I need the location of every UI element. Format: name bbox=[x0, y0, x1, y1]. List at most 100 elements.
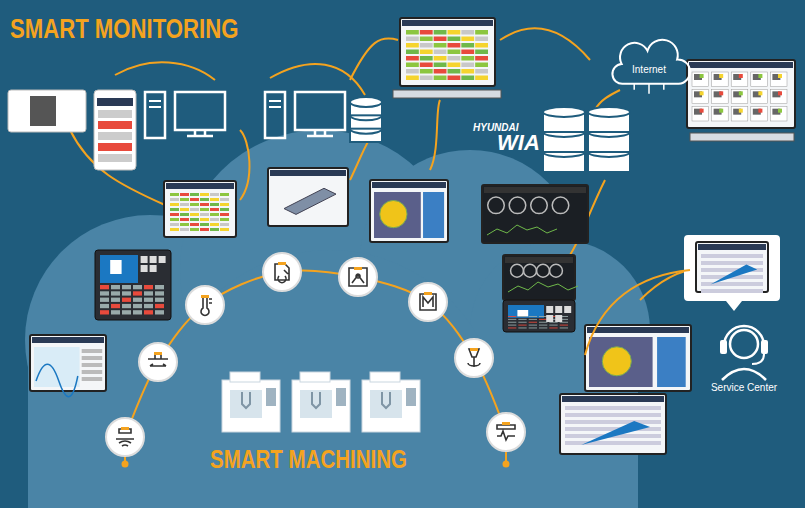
grid-cell bbox=[751, 72, 768, 86]
grid-cell bbox=[770, 89, 787, 103]
table-cell bbox=[210, 193, 219, 196]
screen-frame bbox=[560, 394, 666, 454]
panel-key bbox=[508, 316, 516, 318]
icon-circle bbox=[339, 258, 377, 296]
panel-key bbox=[549, 324, 557, 326]
screen-header bbox=[270, 170, 346, 176]
panel-key bbox=[100, 285, 109, 289]
machining-icon bbox=[487, 413, 525, 451]
table-cell bbox=[406, 43, 419, 48]
screen bbox=[687, 60, 795, 128]
panel-key bbox=[100, 291, 109, 295]
panel-key bbox=[155, 285, 164, 289]
text-row bbox=[565, 441, 661, 445]
trend-line bbox=[508, 282, 578, 292]
icon-accent bbox=[278, 262, 286, 265]
table-cell bbox=[434, 50, 447, 55]
panel-key bbox=[546, 306, 553, 313]
screen bbox=[268, 168, 348, 226]
keyboard bbox=[690, 133, 794, 141]
table-cell bbox=[180, 213, 189, 216]
table-cell bbox=[461, 50, 474, 55]
screen-header bbox=[689, 62, 793, 68]
panel-key bbox=[539, 321, 547, 323]
panel-key bbox=[133, 291, 142, 295]
connection-curve bbox=[115, 62, 215, 80]
status-dot bbox=[739, 109, 743, 113]
cnc-panel bbox=[503, 300, 575, 332]
icon-circle bbox=[487, 413, 525, 451]
panel-key bbox=[133, 304, 142, 308]
earpiece bbox=[720, 340, 727, 354]
status-dot bbox=[719, 109, 723, 113]
status-dot bbox=[700, 109, 704, 113]
table-cell bbox=[475, 30, 488, 35]
database bbox=[588, 107, 630, 172]
text-row bbox=[565, 420, 661, 424]
machine-photo bbox=[30, 96, 56, 126]
panel-key bbox=[539, 316, 547, 318]
grid-cell bbox=[770, 107, 787, 121]
panel-key bbox=[155, 291, 164, 295]
db-top bbox=[350, 97, 382, 107]
connection-curve bbox=[430, 100, 440, 170]
connection-curve bbox=[240, 130, 249, 200]
table-cell bbox=[406, 30, 419, 35]
screen bbox=[585, 325, 691, 391]
table-cell bbox=[180, 208, 189, 211]
table-cell bbox=[170, 198, 179, 201]
grid-cell bbox=[731, 72, 748, 86]
table-cell bbox=[210, 198, 219, 201]
table-cell bbox=[448, 30, 461, 35]
status-dot bbox=[758, 109, 762, 113]
icon-glyph bbox=[468, 349, 480, 367]
panel-key bbox=[546, 315, 553, 322]
screen-frame bbox=[268, 168, 348, 226]
pc-slot bbox=[269, 100, 281, 102]
phone-row bbox=[98, 110, 132, 118]
table-cell bbox=[210, 208, 219, 211]
icon-glyph bbox=[349, 268, 367, 286]
screen-header bbox=[505, 257, 573, 263]
icon-accent bbox=[502, 422, 510, 425]
gauge bbox=[488, 197, 505, 214]
table-cell bbox=[448, 76, 461, 81]
table-cell bbox=[406, 76, 419, 81]
table-cell bbox=[180, 218, 189, 221]
status-dot bbox=[700, 91, 704, 95]
machine-control bbox=[336, 388, 346, 406]
screen-header bbox=[32, 337, 104, 343]
machining-icon bbox=[455, 339, 493, 377]
table-cell bbox=[170, 208, 179, 211]
machine-spindle bbox=[312, 392, 320, 408]
panel-key bbox=[122, 304, 131, 308]
table-cell bbox=[461, 30, 474, 35]
table-cell bbox=[180, 228, 189, 231]
panel-body bbox=[503, 300, 575, 332]
panel-key bbox=[539, 318, 547, 320]
text-row bbox=[82, 370, 103, 374]
grid-cell bbox=[692, 89, 709, 103]
status-dot bbox=[719, 74, 723, 78]
view-area bbox=[589, 337, 653, 387]
grid-cell bbox=[712, 107, 729, 121]
panel-key bbox=[100, 310, 109, 314]
screen bbox=[164, 181, 236, 237]
panel-key bbox=[133, 285, 142, 289]
gauge bbox=[552, 197, 569, 214]
node-label: Internet bbox=[612, 42, 686, 75]
machine-spindle bbox=[242, 392, 250, 408]
phone-row bbox=[98, 143, 132, 151]
grid-cell bbox=[751, 107, 768, 121]
tablet bbox=[8, 90, 86, 132]
panel-key bbox=[111, 298, 120, 302]
database bbox=[543, 107, 585, 172]
gauge bbox=[531, 197, 548, 214]
icon-glyph bbox=[201, 296, 212, 315]
panel-key bbox=[100, 298, 109, 302]
table-cell bbox=[190, 208, 199, 211]
machine-top bbox=[300, 372, 330, 382]
panel-key bbox=[122, 310, 131, 314]
table-cell bbox=[180, 193, 189, 196]
table-cell bbox=[461, 69, 474, 74]
